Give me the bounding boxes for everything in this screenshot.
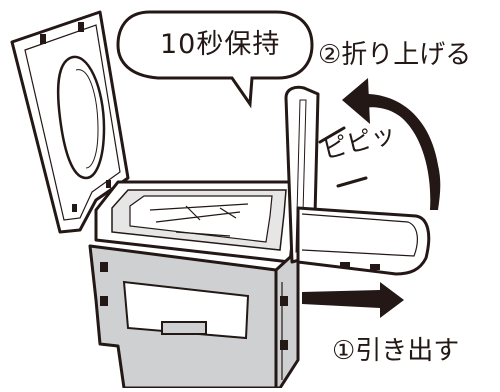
step-fold-up-label: ②折り上げる — [318, 40, 472, 70]
sound-effect-marks — [318, 126, 368, 188]
step-pull-out-label: ①引き出す — [332, 336, 460, 366]
open-lid — [10, 10, 130, 234]
toilet-box-body — [88, 180, 300, 390]
pull-out-tray — [296, 206, 431, 276]
hold-duration-label: 10秒保持 — [160, 29, 281, 60]
speech-bubble — [116, 10, 314, 109]
fold-up-arrow — [342, 78, 441, 210]
pull-out-arrow — [302, 282, 404, 318]
